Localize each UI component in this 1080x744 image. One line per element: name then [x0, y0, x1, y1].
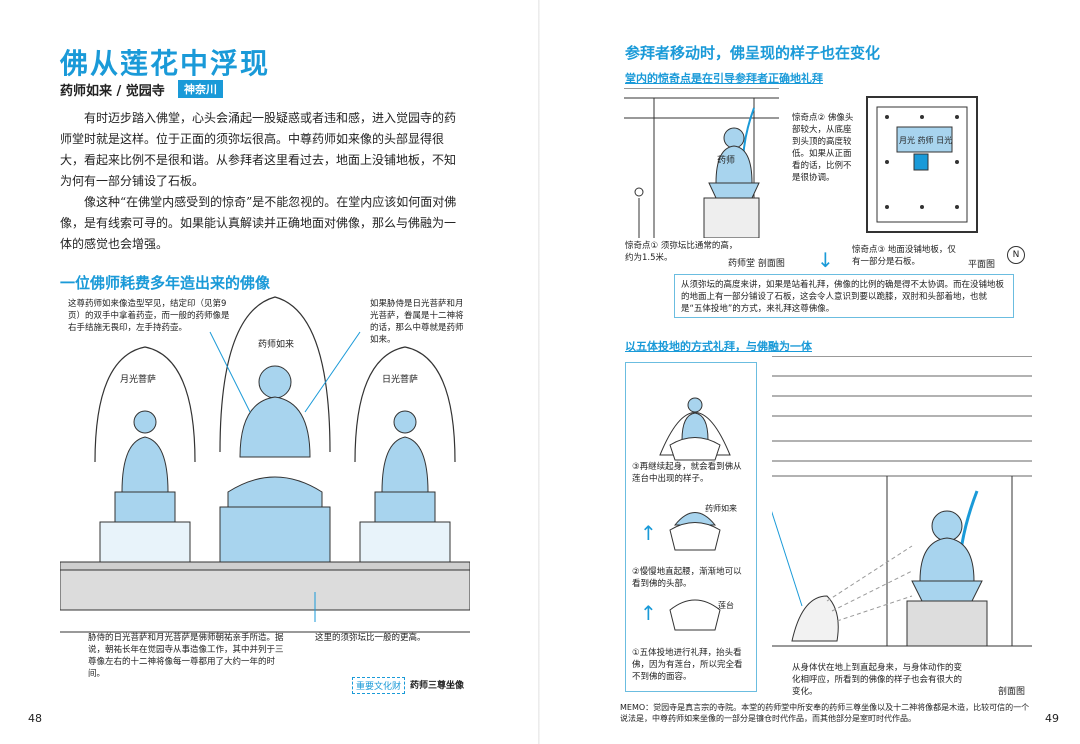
hall-plan-diagram: [866, 96, 978, 233]
explanation-text: 从须弥坛的高度来讲，如果是站着礼拜，佛像的比例的确是得不太协调。而在没铺地板的地…: [681, 280, 1005, 314]
yakushi-triad-illustration: [60, 296, 470, 633]
paragraph-1: 有时迈步踏入佛堂，心头会涌起一股疑惑或者违和感，进入觉园寺的药师堂时就是这样。位…: [60, 111, 457, 188]
subsection-title-1: 堂内的惊奇点是在引导参拜者正确地礼拜: [625, 72, 823, 85]
figure-caption: 药师三尊坐像: [410, 681, 465, 691]
steps-illustration: ↑ ↑: [640, 397, 731, 631]
label-yakushi: 药师如来: [258, 340, 295, 350]
note-bottom-right: 这里的须弥坛比一般的更高。: [315, 633, 426, 643]
note-top-right: 如果胁侍是日光菩萨和月光菩萨，眷属是十二神将的话，那么中尊就是药师如来。: [370, 299, 464, 345]
explanation-box: 从须弥坛的高度来讲，如果是站着礼拜，佛像的比例的确是得不太协调。而在没铺地板的地…: [674, 274, 1014, 318]
body-text: 有时迈步踏入佛堂，心头会涌起一股疑惑或者违和感，进入觉园寺的药师堂时就是这样。位…: [60, 108, 465, 255]
caption-bottom: 剖面图: [998, 687, 1026, 697]
page-number-left: 48: [28, 712, 42, 725]
subsection-title-2: 以五体投地的方式礼拜，与佛融为一体: [625, 340, 812, 353]
hall-section-diagram: [624, 88, 779, 238]
label-nikko: 日光菩萨: [382, 375, 419, 385]
page-subtitle: 药师如来 / 觉园寺: [60, 84, 165, 99]
paragraph-2: 像这种“在佛堂内感受到的惊奇”是不能忽视的。在堂内应该如何面对佛像，是有线索可寻…: [60, 195, 457, 251]
north-icon: N: [1007, 246, 1025, 264]
caption-plan: 平面图: [968, 260, 996, 270]
note-bottom: 从身体伏在地上到直起身来，与身体动作的变化相呼应，所看到的佛像的样子也会有很大的…: [792, 663, 963, 697]
label-lotus: 莲台: [718, 601, 734, 610]
page-title: 佛从莲花中浮现: [60, 47, 271, 80]
memo-note: MEMO：觉园寺是真言宗的寺院。本堂的药师堂中所安奉的药师三尊坐像以及十二神将像…: [620, 703, 1030, 723]
region-tag: 神奈川: [178, 80, 223, 98]
label-yakushi-nyorai: 药师如来: [705, 504, 737, 513]
section-title-movement: 参拜者移动时，佛呈现的样子也在变化: [625, 44, 881, 62]
section-title-triad: 一位佛师耗费多年造出来的佛像: [60, 274, 271, 292]
important-cultural-property-badge: 重要文化财: [352, 677, 406, 694]
label-gakko: 月光菩萨: [120, 375, 157, 385]
caption-section: 药师堂 剖面图: [728, 259, 785, 269]
plan-label: 月光 药师 日光: [899, 136, 953, 145]
label-yakushi-section: 药师: [717, 156, 736, 166]
step-2: ②慢慢地直起腰，渐渐地可以看到佛的头部。: [632, 567, 742, 589]
note-point1: 惊奇点① 须弥坛比通常的高，约为1.5米。: [625, 241, 738, 263]
note-point3: 惊奇点③ 地面没铺地板，仅有一部分是石板。: [852, 245, 956, 267]
arrow-down-icon: ↓: [817, 248, 834, 272]
step-1: ①五体投地进行礼拜，抬头看佛，因为有莲台，所以完全看不到佛的面容。: [632, 648, 743, 682]
note-top-left: 这尊药师如来像造型罕见，结定印（见第9页）的双手中拿着药壶，而一般的药师像是右手…: [68, 299, 230, 333]
page-number-right: 49: [1045, 712, 1059, 725]
svg-text:↑: ↑: [640, 521, 657, 545]
step-3: ③再继续起身，就会看到佛从莲台中出现的样子。: [632, 462, 742, 484]
left-page: 佛从莲花中浮现 药师如来 / 觉园寺 神奈川 有时迈步踏入佛堂，心头会涌起一股疑…: [28, 47, 470, 725]
right-page: 参拜者移动时，佛呈现的样子也在变化 堂内的惊奇点是在引导参拜者正确地礼拜 药师 …: [540, 0, 1080, 744]
note-bottom-left: 胁侍的日光菩萨和月光菩萨是佛师朝祐亲手所造。据说，朝祐长年在觉园寺从事造像工作，…: [88, 633, 284, 679]
note-point2: 惊奇点② 佛像头部较大，从底座到头顶的高度较低。如果从正面看的话，比例不是很协调…: [792, 113, 854, 183]
worship-section-illustration: [772, 356, 1032, 647]
svg-text:↑: ↑: [640, 601, 657, 625]
